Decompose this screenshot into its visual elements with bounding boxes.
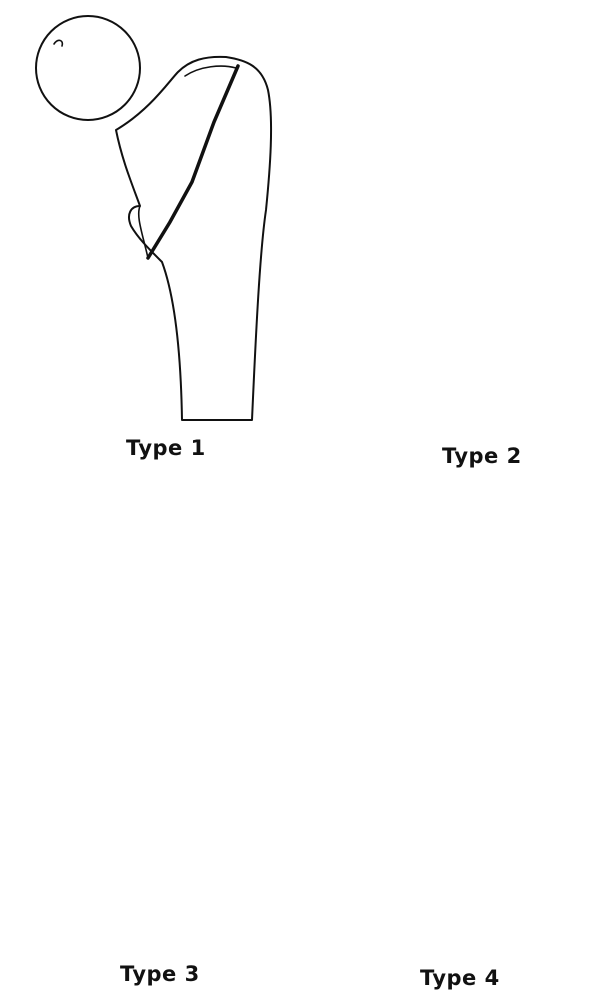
type-1-femur-outline xyxy=(116,57,271,420)
type-1-illustration xyxy=(36,16,271,420)
type-1-label: Type 1 xyxy=(126,436,206,460)
type-3-label: Type 3 xyxy=(120,962,200,986)
type-2-label: Type 2 xyxy=(442,444,522,468)
type-4-label: Type 4 xyxy=(420,966,500,990)
type-1-femoral-head xyxy=(36,16,140,120)
